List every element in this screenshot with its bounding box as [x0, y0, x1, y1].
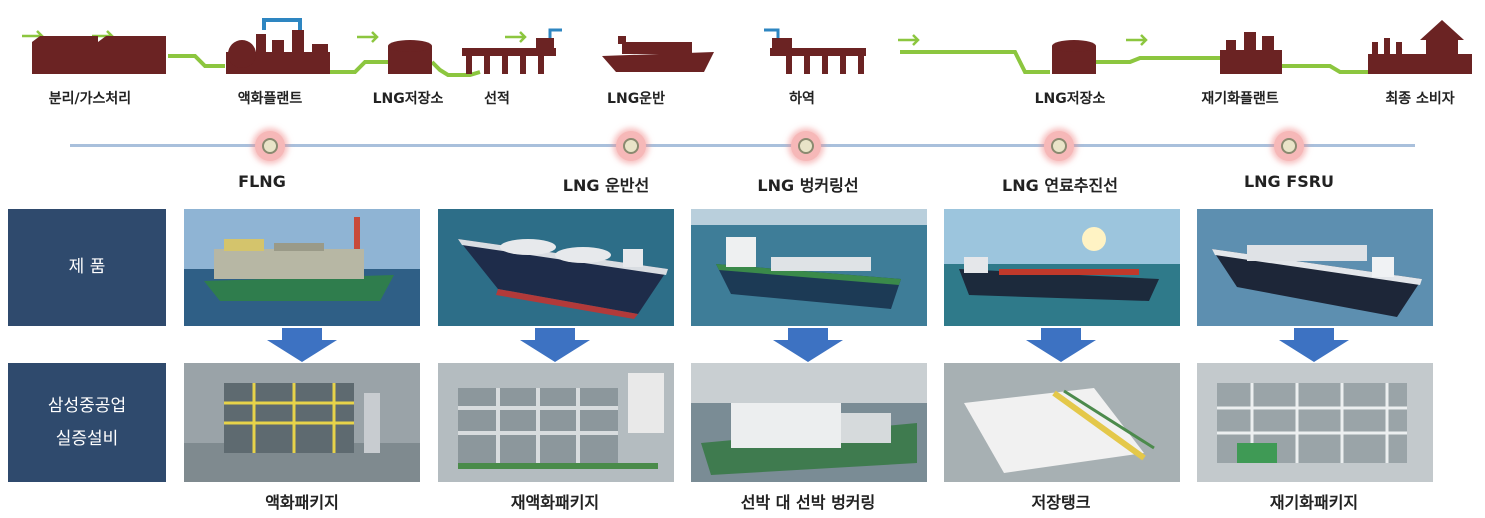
- product-label-fsru: LNG FSRU: [1243, 172, 1335, 191]
- photo-regasification-package: [1197, 363, 1433, 482]
- gas-processing-icon: [32, 36, 166, 74]
- product-label-carrier: LNG 운반선: [562, 176, 650, 195]
- stage-label-consumer: 최종 소비자: [1385, 91, 1455, 107]
- product-label-bunkering: LNG 벙커링선: [757, 176, 859, 195]
- photo-bunkering-ship: [691, 209, 927, 326]
- facility-label-storage-tank: 저장탱크: [1031, 493, 1091, 512]
- flow-arrows: [22, 30, 1148, 46]
- row-header-product: 제 품: [8, 209, 166, 326]
- timeline-node: [616, 131, 646, 161]
- timeline-node: [1044, 131, 1074, 161]
- stage-label-storage-2: LNG저장소: [1034, 91, 1106, 107]
- down-arrow-icon: [1279, 328, 1349, 362]
- photo-liquefaction-package: [184, 363, 420, 482]
- row-header-facility-line1: 삼성중공업: [47, 396, 127, 417]
- photo-fsru: [1197, 209, 1433, 326]
- timeline-line: [70, 144, 1415, 147]
- photo-fuel-ship: [944, 209, 1180, 326]
- stage-label-transport: LNG운반: [607, 91, 665, 107]
- photo-flng: [184, 209, 420, 326]
- storage-tank-icon: [388, 40, 432, 74]
- timeline-node: [1274, 131, 1304, 161]
- down-arrow-icon: [267, 328, 337, 362]
- photo-reliquefaction-package: [438, 363, 674, 482]
- row-header-facility: 삼성중공업 실증설비: [8, 363, 166, 482]
- process-flow-diagram: [22, 18, 1472, 77]
- product-label-fuel-ship: LNG 연료추진선: [1002, 176, 1118, 195]
- stage-label-unloading: 하역: [789, 91, 815, 107]
- photo-storage-tank: [944, 363, 1180, 482]
- stage-label-liquefaction: 액화플랜트: [237, 91, 303, 107]
- product-label-flng: FLNG: [238, 172, 286, 191]
- down-arrow-icon: [520, 328, 590, 362]
- regasification-plant-icon: [1220, 32, 1282, 74]
- end-consumer-icon: [1368, 20, 1472, 74]
- row-header-facility-line2: 실증설비: [55, 428, 119, 449]
- timeline-node: [255, 131, 285, 161]
- stage-label-separation: 분리/가스처리: [48, 91, 132, 107]
- loading-jetty-icon: [462, 28, 562, 74]
- facility-label-bunkering: 선박 대 선박 벙커링: [740, 493, 876, 512]
- down-arrow-icon: [1026, 328, 1096, 362]
- photo-ship-to-ship-bunkering: [691, 363, 927, 482]
- storage-tank-icon: [1052, 40, 1096, 74]
- liquefaction-plant-icon: [226, 18, 330, 74]
- timeline-node: [791, 131, 821, 161]
- pipeline: [168, 50, 1368, 77]
- down-arrow-icon: [773, 328, 843, 362]
- lng-carrier-icon: [602, 36, 714, 72]
- facility-label-liquefaction: 액화패키지: [265, 493, 339, 512]
- unloading-jetty-icon: [764, 28, 866, 74]
- stage-label-storage-1: LNG저장소: [372, 91, 444, 107]
- facility-label-reliquefaction: 재액화패키지: [510, 493, 600, 512]
- stage-label-regas: 재기화플랜트: [1201, 91, 1279, 107]
- facility-label-regasification: 재기화패키지: [1269, 493, 1359, 512]
- photo-lng-carrier: [438, 209, 674, 326]
- stage-label-loading: 선적: [484, 91, 510, 107]
- row-header-product-text: 제 품: [68, 257, 106, 278]
